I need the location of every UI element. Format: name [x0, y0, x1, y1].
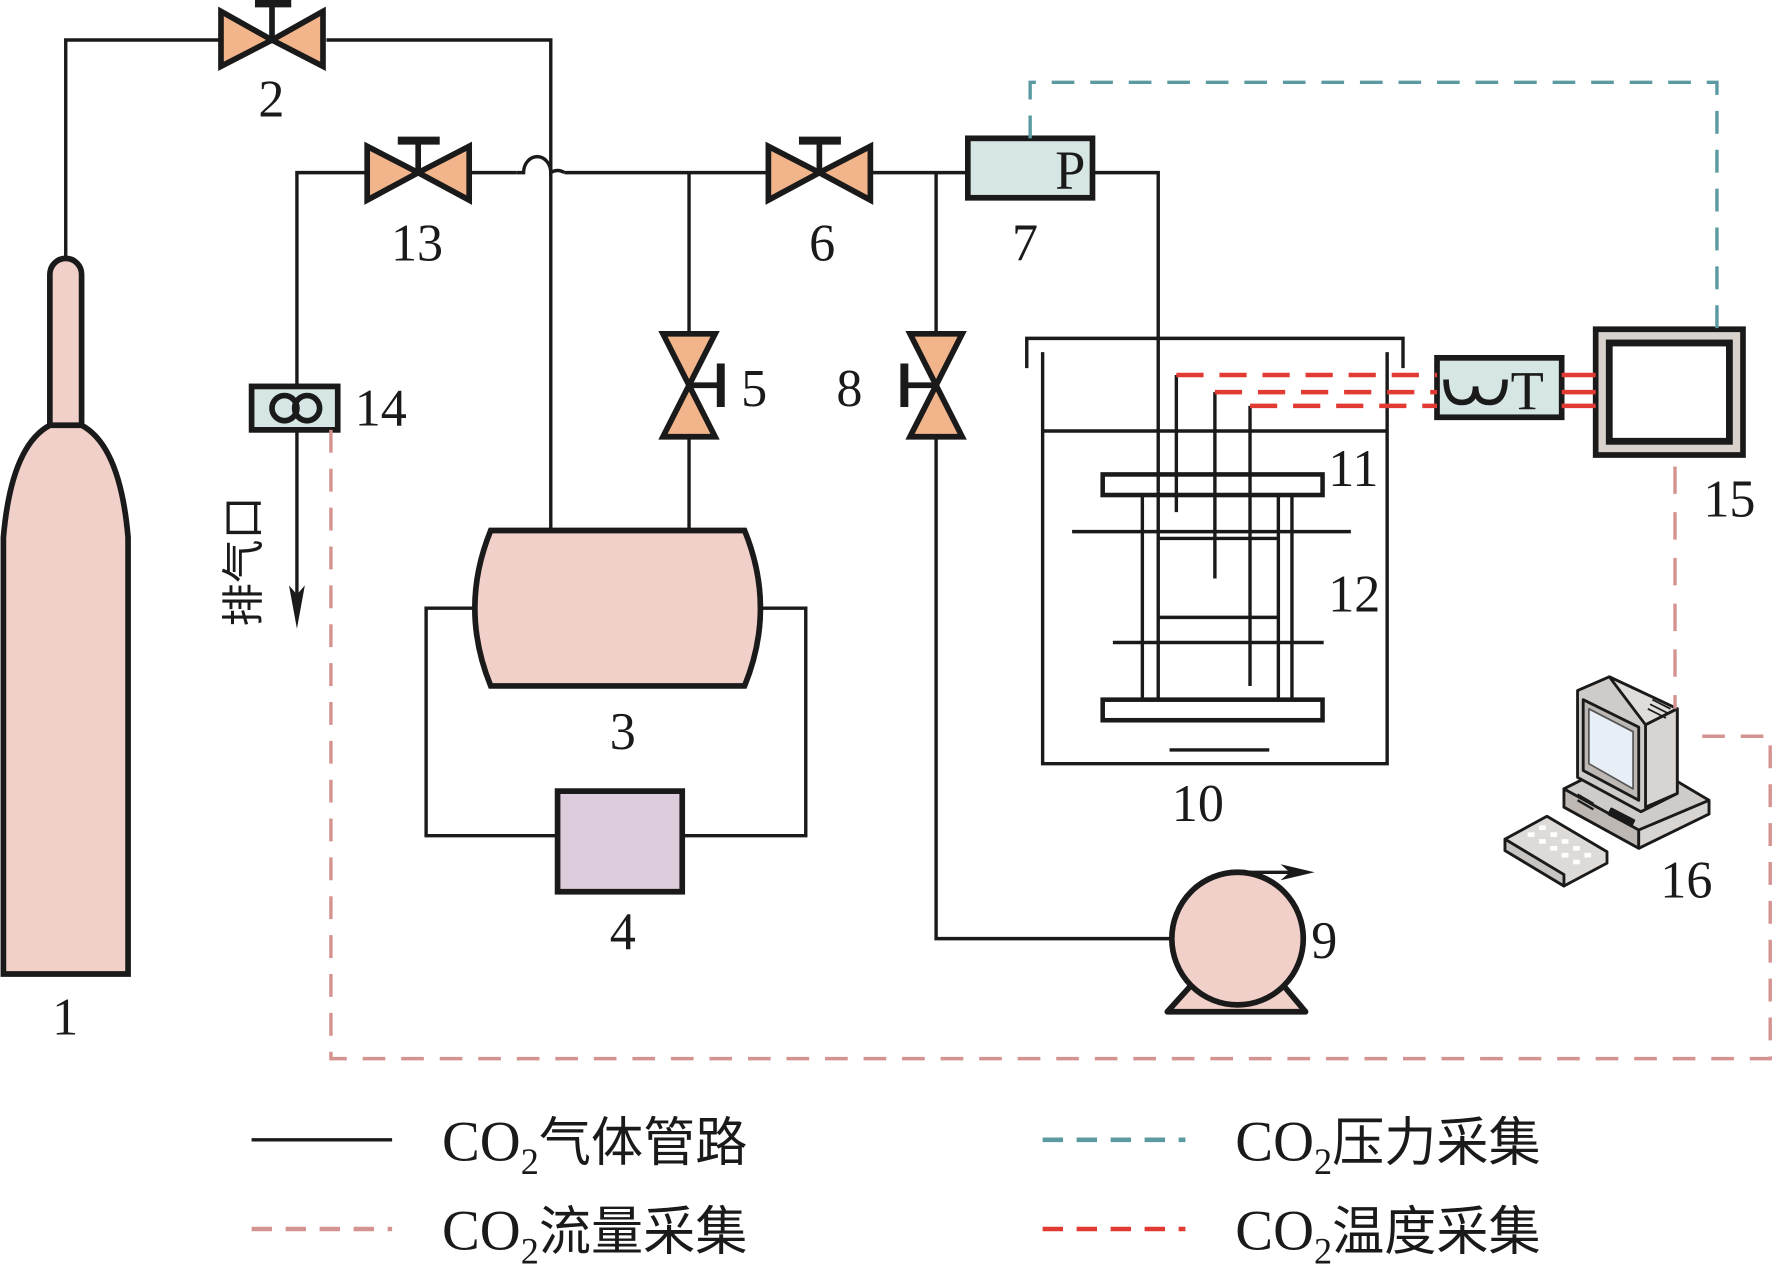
- computer-16-icon: [1503, 675, 1711, 888]
- gas-cylinder-1: [0, 255, 131, 977]
- label-7: 7: [1012, 214, 1038, 272]
- flow-meter-14: [248, 383, 341, 433]
- label-6: 6: [809, 214, 835, 272]
- label-5: 5: [741, 360, 767, 418]
- pipe-sensor-7-to-bath: [1094, 170, 1160, 492]
- pressure-sensor-7: P: [964, 135, 1096, 201]
- svg-text:CO2压力采集: CO2压力采集: [1235, 1110, 1540, 1182]
- thermocouple-icon: [1443, 379, 1508, 406]
- legend-item-temperature: CO2温度采集: [1042, 1199, 1541, 1269]
- label-2: 2: [258, 70, 284, 128]
- svg-text:CO2温度采集: CO2温度采集: [1235, 1199, 1540, 1269]
- valve-5[interactable]: [658, 330, 725, 440]
- svg-text:CO2气体管路: CO2气体管路: [442, 1110, 747, 1182]
- label-11: 11: [1328, 440, 1378, 498]
- pipe-valve-2-to-tank-3: [326, 38, 553, 530]
- pressure-signal-line: [1028, 80, 1719, 330]
- legend-item-pressure: CO2压力采集: [1042, 1110, 1541, 1182]
- pump-arrow-icon: [1280, 864, 1315, 881]
- temperature-sensor: T: [1434, 354, 1565, 421]
- data-acquisition-display-15: [1592, 326, 1746, 458]
- vacuum-pump-9: [1164, 864, 1315, 1015]
- pressure-symbol: P: [1055, 139, 1085, 200]
- label-14: 14: [355, 379, 407, 437]
- legend-item-gas-pipeline: CO2气体管路: [251, 1110, 747, 1182]
- pipe-valve-8-to-pump-9: [934, 437, 1171, 941]
- label-10: 10: [1172, 775, 1224, 833]
- sample-frame-11-12: [1072, 374, 1351, 723]
- pipe-tank-3-loop-left: [424, 606, 558, 838]
- legend-item-flow: CO2流量采集: [251, 1199, 747, 1269]
- label-9: 9: [1311, 912, 1337, 970]
- gas-pipelines: [64, 38, 1171, 941]
- exhaust-label: 排气口: [220, 496, 270, 626]
- exhaust-arrow-icon: [288, 585, 305, 629]
- label-16: 16: [1660, 851, 1712, 909]
- flow-signal-line: [329, 429, 1772, 1061]
- temperature-control-unit-4: [554, 788, 686, 895]
- label-12: 12: [1328, 565, 1380, 623]
- label-3: 3: [610, 703, 636, 761]
- buffer-tank-3: [472, 527, 764, 689]
- label-8: 8: [836, 360, 862, 418]
- label-4: 4: [610, 903, 636, 961]
- pipe-cylinder-to-valve-2: [64, 38, 221, 258]
- pipe-crossover-bump: [516, 154, 566, 176]
- valve-8[interactable]: [900, 330, 967, 440]
- legend: CO2气体管路 CO2压力采集 CO2流量采集 CO2温度采集: [251, 1110, 1541, 1269]
- pipe-valve-13-to-14: [295, 170, 365, 387]
- label-1: 1: [52, 988, 78, 1046]
- valve-13[interactable]: [364, 136, 473, 205]
- temperature-signal-lines: [1176, 372, 1596, 409]
- label-13: 13: [391, 214, 443, 272]
- valve-2[interactable]: [218, 0, 326, 71]
- thermo-symbol: T: [1511, 360, 1544, 421]
- component-labels: 1 2 3 4 5 6 7 8 9 10 11 12 13 14 15 16: [52, 70, 1755, 1046]
- pipe-tank-3-loop-right: [682, 606, 808, 838]
- label-15: 15: [1703, 471, 1755, 529]
- svg-text:CO2流量采集: CO2流量采集: [442, 1199, 747, 1269]
- valve-6[interactable]: [765, 136, 874, 205]
